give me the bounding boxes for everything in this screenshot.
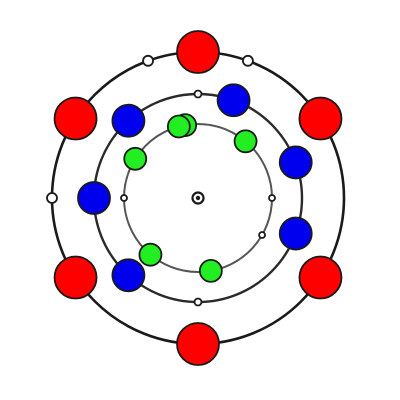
middle-ring-node: [193, 297, 203, 307]
red-particle: [53, 255, 98, 300]
particles-layer: [53, 30, 343, 366]
blue-particle: [278, 145, 313, 180]
outer-ring-node: [142, 54, 154, 67]
center-layer: [191, 191, 205, 205]
outer-ring-node: [46, 192, 58, 204]
green-particle: [166, 114, 191, 139]
inner-ring-node: [268, 194, 276, 202]
green-particle: [198, 258, 223, 283]
red-particle: [298, 255, 343, 300]
middle-ring-node: [193, 89, 203, 99]
inner-ring-node: [258, 231, 266, 239]
blue-particle: [111, 103, 146, 138]
center-nucleus-core: [195, 195, 201, 201]
green-particle: [233, 129, 258, 154]
red-particle: [298, 96, 343, 141]
green-particle: [138, 242, 163, 267]
blue-particle: [278, 216, 313, 251]
outer-ring-node: [242, 54, 254, 67]
green-particle: [123, 146, 148, 171]
blue-particle: [216, 83, 251, 118]
red-particle: [176, 30, 220, 74]
inner-ring-node: [120, 194, 128, 202]
red-particle: [176, 322, 220, 366]
blue-particle: [77, 181, 111, 215]
blue-particle: [111, 258, 146, 293]
red-particle: [53, 96, 98, 141]
